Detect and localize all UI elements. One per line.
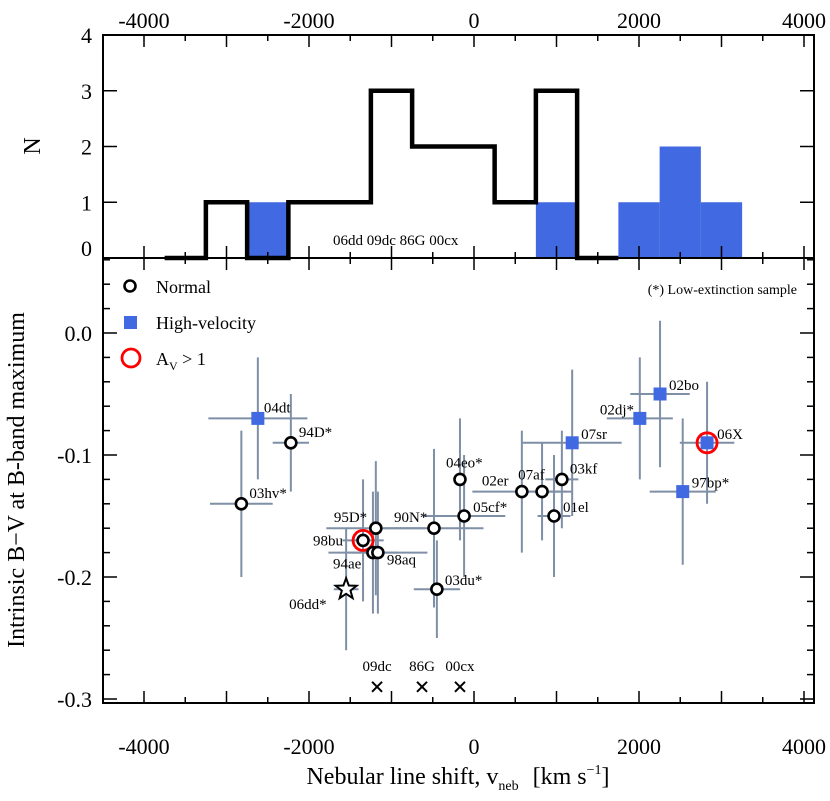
bottom-y-tick-label: -0.3 (57, 687, 92, 712)
point-label: 90N* (394, 510, 427, 526)
top-x-tick-label: -4000 (118, 8, 169, 33)
bottom-x-tick-label: 2000 (617, 734, 661, 759)
histogram-bar-high-velocity (659, 146, 701, 258)
x-axis-title-sub: neb (498, 779, 518, 794)
point-label: 03du* (445, 573, 483, 589)
scatter-panel: 04dt 94D* 03hv* 95D* 98bu 94ae 98aq 06dd* 90N* 03… (208, 320, 743, 693)
point-label: 02er (482, 474, 509, 490)
legend-normal-marker-icon (123, 279, 137, 293)
top-x-tick-label: 0 (469, 8, 480, 33)
x-marker-icon (371, 681, 383, 693)
av-ring-marker-icon (695, 431, 719, 455)
x-axis-title-main: Nebular line shift, v (306, 764, 498, 790)
point-label: 97bp* (692, 476, 730, 492)
circle-marker-icon (234, 496, 249, 511)
point-label: 94ae (333, 557, 362, 573)
square-marker-icon (251, 411, 265, 425)
point-label: 02dj* (600, 402, 634, 418)
histogram-annotation: 06dd 09dc 86G 00cx (333, 233, 459, 249)
legend-av-marker-icon (120, 347, 142, 369)
point-label: 04dt (264, 400, 292, 416)
point-label: 98aq (387, 553, 417, 569)
axes-frames (102, 34, 815, 704)
square-marker-icon (700, 436, 714, 450)
star-marker-icon (332, 575, 360, 601)
legend: Normal High-velocity AV > 1 (120, 277, 256, 373)
histogram-outline-normal (164, 88, 619, 261)
histogram-bar-high-velocity (247, 202, 289, 258)
circle-marker-icon (535, 484, 549, 499)
circle-marker-icon (427, 521, 441, 536)
square-marker-icon (633, 411, 647, 425)
point-label: 95D* (334, 510, 367, 526)
circle-marker-icon (371, 545, 385, 560)
x-marker-icon (454, 681, 466, 693)
circle-marker-icon (284, 435, 298, 450)
point-label: 03kf (570, 461, 598, 477)
point-label: 03hv* (249, 486, 287, 502)
point-label: 07sr (581, 427, 607, 443)
legend-high-velocity-marker-icon (124, 316, 137, 329)
circle-marker-icon (356, 533, 370, 548)
x-marker-icon (416, 681, 428, 693)
circle-marker-icon (430, 582, 444, 597)
top-y-tick-label: 0 (81, 236, 92, 261)
bottom-y-tick-label: -0.1 (57, 443, 92, 468)
bottom-x-tick-label: 0 (469, 734, 480, 759)
square-marker-icon (565, 436, 579, 450)
scatter-frame (102, 257, 815, 704)
legend-av-label: AV > 1 (156, 349, 206, 373)
x-marker-label: 86G (409, 659, 435, 675)
point-label: 04eo* (446, 455, 483, 471)
square-marker-icon (676, 485, 690, 499)
top-y-tick-label: 1 (81, 190, 92, 215)
point-label: 02bo (669, 378, 699, 394)
legend-high-velocity-label: High-velocity (156, 313, 256, 333)
top-x-tick-label: 2000 (617, 8, 661, 33)
circle-marker-icon (457, 509, 471, 523)
point-label: 01el (563, 500, 589, 516)
x-axis-title-units: [km s (533, 764, 587, 790)
point-label: 94D* (299, 425, 332, 441)
top-y-tick-label: 2 (81, 135, 92, 160)
av-ring-marker-icon (351, 529, 375, 552)
x-marker-label: 00cx (445, 659, 475, 675)
legend-normal-label: Normal (156, 277, 211, 297)
low-extinction-note: (*) Low-extinction sample (648, 283, 797, 298)
point-label: 07af (518, 468, 545, 484)
x-axis-title: Nebular line shift, vneb [km s−1] (306, 763, 609, 794)
square-marker-icon (653, 387, 667, 401)
point-label: 05cf* (473, 500, 507, 516)
x-axis-title-units-sup: −1 (587, 763, 602, 778)
top-y-axis-title: N (20, 137, 46, 154)
bottom-x-tick-label: -2000 (283, 734, 334, 759)
point-label: 06dd* (289, 597, 327, 613)
circle-marker-icon (369, 521, 383, 536)
top-x-tick-label: -2000 (283, 8, 334, 33)
x-axis-title-units-close: ] (602, 764, 610, 790)
circle-marker-icon (555, 472, 569, 487)
bottom-x-tick-label: -4000 (118, 734, 169, 759)
point-label: 06X (717, 427, 743, 443)
circle-marker-icon (453, 472, 467, 487)
top-y-tick-label: 4 (81, 23, 92, 48)
bottom-x-tick-label: 4000 (782, 734, 826, 759)
x-marker-label: 09dc (362, 659, 392, 675)
top-y-tick-label: 3 (81, 79, 92, 104)
bottom-y-tick-label: 0.0 (65, 321, 93, 346)
bottom-y-axis-title: Intrinsic B−V at B-band maximum (4, 312, 30, 648)
top-x-tick-label: 4000 (782, 8, 826, 33)
point-label: 98bu (313, 533, 344, 549)
circle-marker-icon (547, 509, 561, 523)
bottom-y-tick-label: -0.2 (57, 565, 92, 590)
circle-marker-icon (515, 484, 529, 499)
